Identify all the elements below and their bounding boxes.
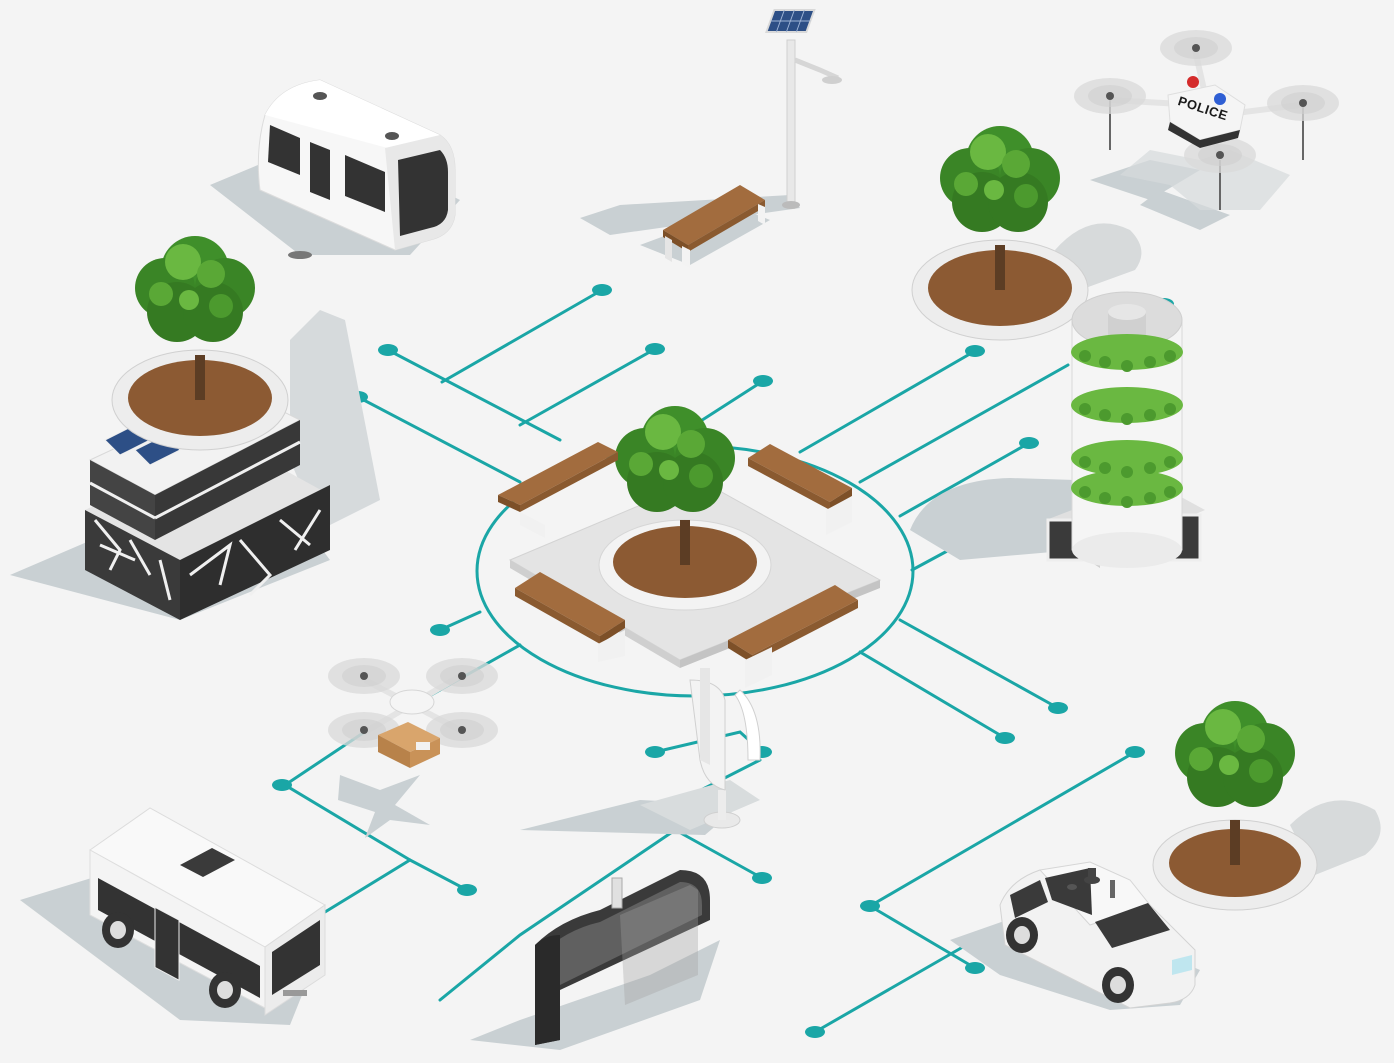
tree-icon xyxy=(911,126,1142,341)
wind-turbine-icon xyxy=(520,668,761,835)
car-icon xyxy=(950,861,1200,1010)
shelter-icon xyxy=(470,870,720,1050)
solar-lamp-icon xyxy=(580,9,842,235)
building-icon xyxy=(10,236,380,620)
plaza-bench-ne xyxy=(748,444,852,535)
bus-icon xyxy=(20,807,326,1025)
bench-icon xyxy=(640,185,770,268)
plaza-bench-sw xyxy=(515,572,625,662)
plaza-bench-nw xyxy=(498,442,618,538)
shuttle-icon xyxy=(210,79,460,259)
vertical-farm-icon xyxy=(910,291,1205,568)
police-drone-icon: POLICE xyxy=(1074,30,1339,230)
plaza-icon xyxy=(498,406,882,688)
tree-icon-bottom xyxy=(1152,701,1381,911)
plaza-bench-se xyxy=(728,585,858,688)
delivery-drone-icon xyxy=(328,658,498,838)
